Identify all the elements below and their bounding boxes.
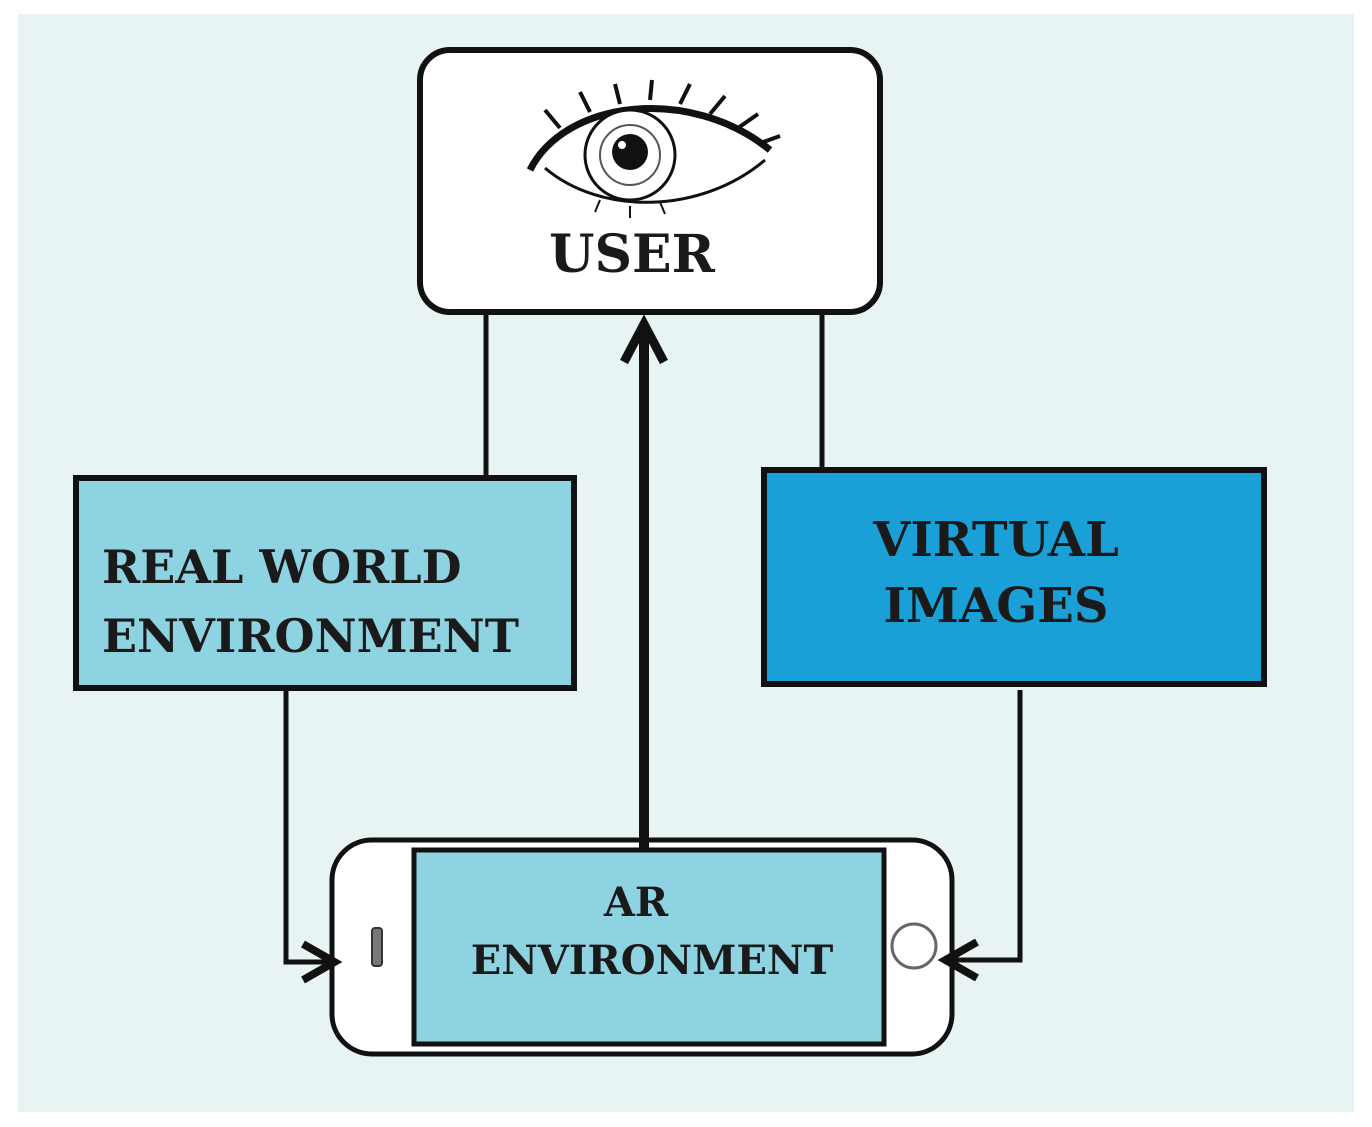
eye-icon: [526, 79, 781, 218]
user-label: USER: [549, 224, 716, 285]
ar-environment-screen: [411, 847, 887, 1047]
virtual-images-line2: IMAGES: [883, 578, 1108, 634]
real-world-node: REAL WORLD ENVIRONMENT: [73, 475, 577, 691]
arrow-ar-to-user-head: [620, 314, 668, 365]
phone-speaker-icon: [371, 927, 383, 967]
virtual-images-line1: VIRTUAL: [872, 512, 1119, 568]
real-world-box: [73, 475, 577, 691]
phone-home-button-icon: [890, 922, 938, 970]
real-world-line2: ENVIRONMENT: [102, 609, 519, 663]
arrow-real-world-to-ar: [283, 688, 343, 984]
user-node: USER: [417, 47, 883, 315]
real-world-line1: REAL WORLD: [102, 540, 462, 594]
virtual-images-box: [761, 467, 1267, 687]
ar-environment-line2: ENVIRONMENT: [471, 937, 834, 984]
virtual-images-node: VIRTUAL IMAGES: [761, 467, 1267, 687]
arrow-virtual-to-ar: [937, 690, 1023, 982]
ar-environment-node: AR ENVIRONMENT: [329, 837, 955, 1057]
ar-environment-line1: AR: [603, 879, 669, 926]
